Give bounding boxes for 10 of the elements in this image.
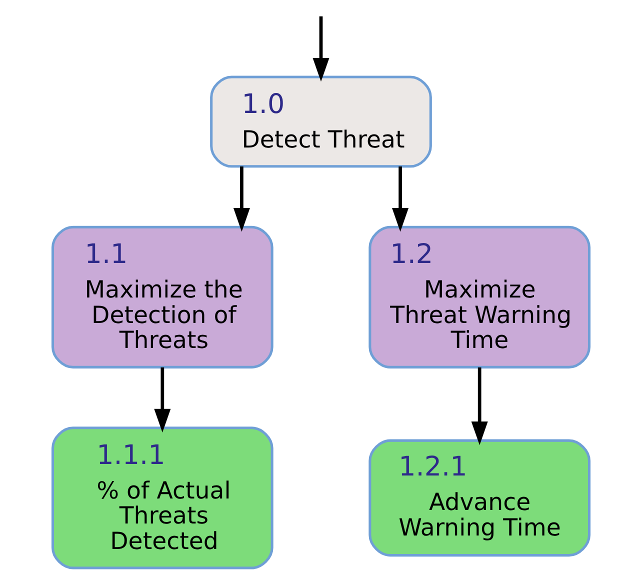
arrow [154,367,171,433]
arrow [312,16,330,82]
node-box: 1.1.1 % of Actual Threats Detected [51,426,274,570]
node-box: 1.2.1 Advance Warning Time [368,439,591,557]
node-box: 1.1 Maximize the Detection of Threats [51,226,274,368]
arrow [233,166,250,232]
node-box: 1.2 Maximize Threat Warning Time [368,226,591,368]
node-box: 1.0 Detect Threat [210,76,432,168]
arrow [471,367,488,446]
arrow [392,166,409,232]
